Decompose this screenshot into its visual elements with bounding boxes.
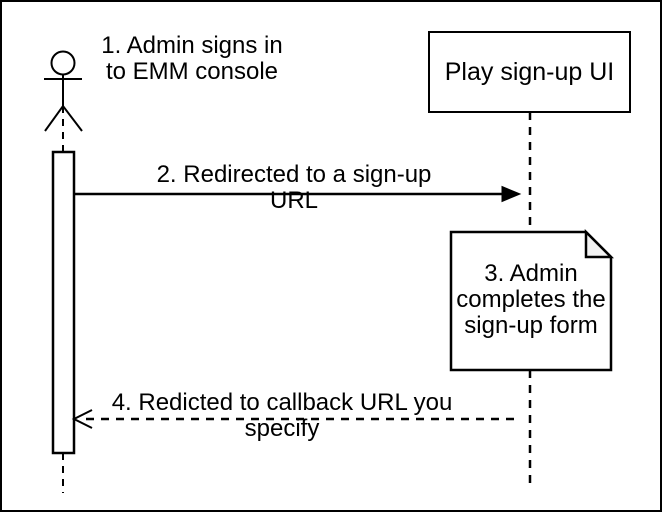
message-redirect-label: 2. Redirected to a sign-up URL	[156, 161, 432, 214]
message-redirect-arrowhead	[501, 185, 522, 203]
actor-head	[50, 50, 76, 76]
actor-step-label: 1. Admin signs in to EMM console	[101, 32, 283, 85]
message-callback-arrow	[71, 409, 520, 429]
note-fold-corner	[584, 228, 615, 259]
participant-box	[428, 31, 631, 113]
message-redirect-arrow	[74, 185, 522, 203]
note-text: 3. Admin completes the sign-up form	[456, 260, 606, 339]
participant-label: Play sign-up UI	[444, 57, 615, 86]
admin-activation-bar	[51, 150, 76, 455]
note-body	[449, 230, 613, 372]
message-callback-label: 4. Redicted to callback URL you specify	[111, 389, 453, 442]
message-callback-open-arrowhead	[71, 409, 93, 429]
note-shape	[449, 228, 615, 372]
